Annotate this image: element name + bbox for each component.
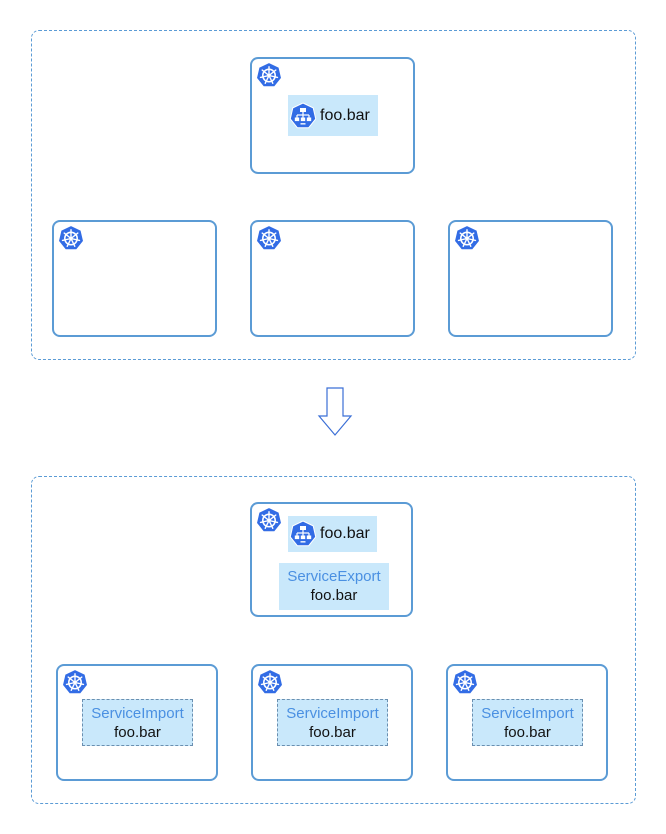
kubernetes-helm-icon — [255, 506, 283, 534]
top-cluster-group — [31, 30, 636, 360]
top-primary-cluster — [250, 57, 415, 174]
top-member-cluster-1 — [52, 220, 217, 337]
top-member-cluster-2 — [250, 220, 415, 337]
kubernetes-svc-icon — [289, 520, 317, 548]
bottom-service-box: foo.bar — [288, 516, 377, 552]
service-export-box: ServiceExport foo.bar — [279, 563, 389, 610]
top-service-name: foo.bar — [320, 106, 370, 124]
service-export-kind: ServiceExport — [287, 568, 381, 585]
top-member-cluster-3 — [448, 220, 613, 337]
service-export-name: foo.bar — [310, 587, 358, 604]
kubernetes-helm-icon — [255, 61, 283, 89]
service-import-name-2: foo.bar — [309, 724, 356, 741]
service-import-kind-1: ServiceImport — [91, 705, 184, 722]
bottom-cluster-group — [31, 476, 636, 804]
service-import-box-1: ServiceImport foo.bar — [82, 699, 193, 746]
service-import-kind-3: ServiceImport — [481, 705, 574, 722]
service-import-kind-2: ServiceImport — [286, 705, 379, 722]
kubernetes-svc-icon — [289, 102, 317, 130]
service-import-name-1: foo.bar — [114, 724, 161, 741]
kubernetes-helm-icon — [451, 668, 479, 696]
bottom-service-name: foo.bar — [320, 525, 370, 542]
down-arrow-icon — [317, 387, 353, 436]
kubernetes-helm-icon — [57, 224, 85, 252]
kubernetes-helm-icon — [256, 668, 284, 696]
kubernetes-helm-icon — [61, 668, 89, 696]
kubernetes-helm-icon — [255, 224, 283, 252]
service-import-name-3: foo.bar — [504, 724, 551, 741]
service-import-box-3: ServiceImport foo.bar — [472, 699, 583, 746]
top-service-box: foo.bar — [288, 95, 378, 136]
kubernetes-helm-icon — [453, 224, 481, 252]
service-import-box-2: ServiceImport foo.bar — [277, 699, 388, 746]
